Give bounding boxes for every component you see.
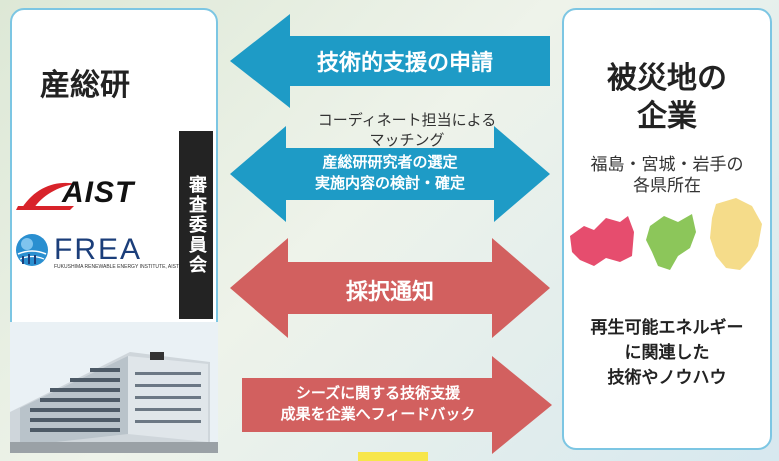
review-committee-label: 審査委員会 xyxy=(179,131,213,319)
companies-title-line2: 企業 xyxy=(637,99,697,134)
aist-title: 産総研 xyxy=(40,68,130,103)
aist-building-photo xyxy=(10,322,218,453)
notification-label: 採択通知 xyxy=(345,280,434,305)
selection-line1: 産総研研究者の選定 xyxy=(322,153,458,171)
companies-title-line1: 被災地の xyxy=(607,61,727,96)
feedback-line2: 成果を企業へフィードバック xyxy=(280,405,476,423)
frea-logo-text: FREA xyxy=(54,233,143,266)
frea-logo-subtitle: FUKUSHIMA RENEWABLE ENERGY INSTITUTE, AI… xyxy=(54,264,180,270)
prefecture-maps xyxy=(570,198,762,270)
tech-line2: に関連した xyxy=(624,343,710,363)
selection-arrow xyxy=(230,126,550,222)
application-arrow xyxy=(230,14,550,108)
iwate-map xyxy=(710,198,762,270)
notification-arrow xyxy=(230,238,550,338)
prefectures-line1: 福島・宮城・岩手の xyxy=(590,155,744,175)
fukushima-map xyxy=(570,216,634,266)
frea-globe-icon xyxy=(16,234,48,266)
prefectures-line2: 各県所在 xyxy=(633,176,701,196)
tech-line1: 再生可能エネルギー xyxy=(590,318,744,338)
application-label: 技術的支援の申請 xyxy=(316,51,493,76)
matching-note-line1: コーディネート担当による xyxy=(317,111,497,129)
tech-line3: 技術やノウハウ xyxy=(607,368,727,388)
miyagi-map xyxy=(646,214,696,270)
aist-logo-text: AIST xyxy=(62,176,135,209)
feedback-arrow xyxy=(242,356,552,454)
selection-line2: 実施内容の検討・確定 xyxy=(314,174,465,192)
feedback-line1: シーズに関する技術支援 xyxy=(295,384,461,402)
aist-swoosh-logo xyxy=(16,182,76,210)
bottom-yellow-tag xyxy=(358,452,428,461)
matching-note-line2: マッチング xyxy=(369,131,445,149)
